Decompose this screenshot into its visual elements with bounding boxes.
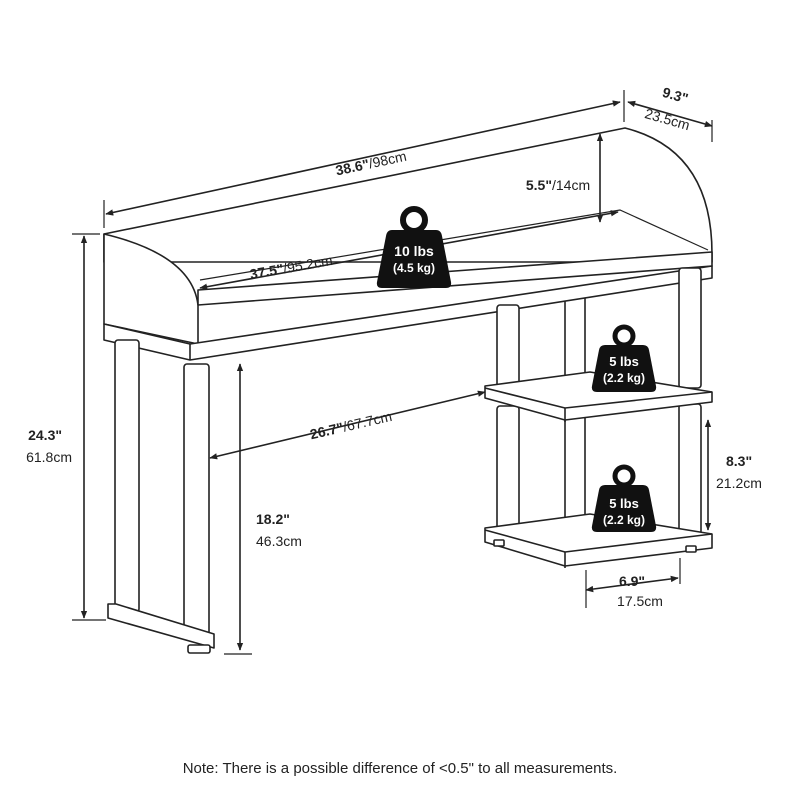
top-depth-imperial: 9.3" [661,84,691,107]
weight-icon: 5 lbs (2.2 kg) [591,464,657,532]
shelf-width-metric: 17.5cm [617,593,663,609]
weight-icon: 10 lbs (4.5 kg) [376,206,452,288]
lower-shelf-weight-lbs: 5 lbs [609,496,639,511]
leg-span-label: 26.7"/67.7cm [308,408,393,442]
total-height-metric: 61.8cm [26,449,72,465]
top-length-label: 38.6"/98cm [334,148,408,179]
measurement-note: Note: There is a possible difference of … [182,760,618,777]
total-height-imperial: 24.3" [28,427,62,443]
knee-height-imperial: 18.2" [256,511,290,527]
top-weight-lbs: 10 lbs [394,243,434,259]
top-depth-metric: 23.5cm [643,105,692,133]
shelf-gap-metric: 21.2cm [716,475,762,491]
top-weight-kg: (4.5 kg) [393,261,435,275]
weight-icon: 5 lbs (2.2 kg) [591,324,657,392]
shelf-width-imperial: 6.9" [619,573,645,589]
knee-height-metric: 46.3cm [256,533,302,549]
upper-shelf-weight-kg: (2.2 kg) [603,371,645,385]
dimension-lines [72,90,713,655]
rail-height-label: 5.5"/14cm [526,177,590,193]
upper-shelf-weight-lbs: 5 lbs [609,354,639,369]
shelf-gap-imperial: 8.3" [726,453,752,469]
lower-shelf-weight-kg: (2.2 kg) [603,513,645,527]
